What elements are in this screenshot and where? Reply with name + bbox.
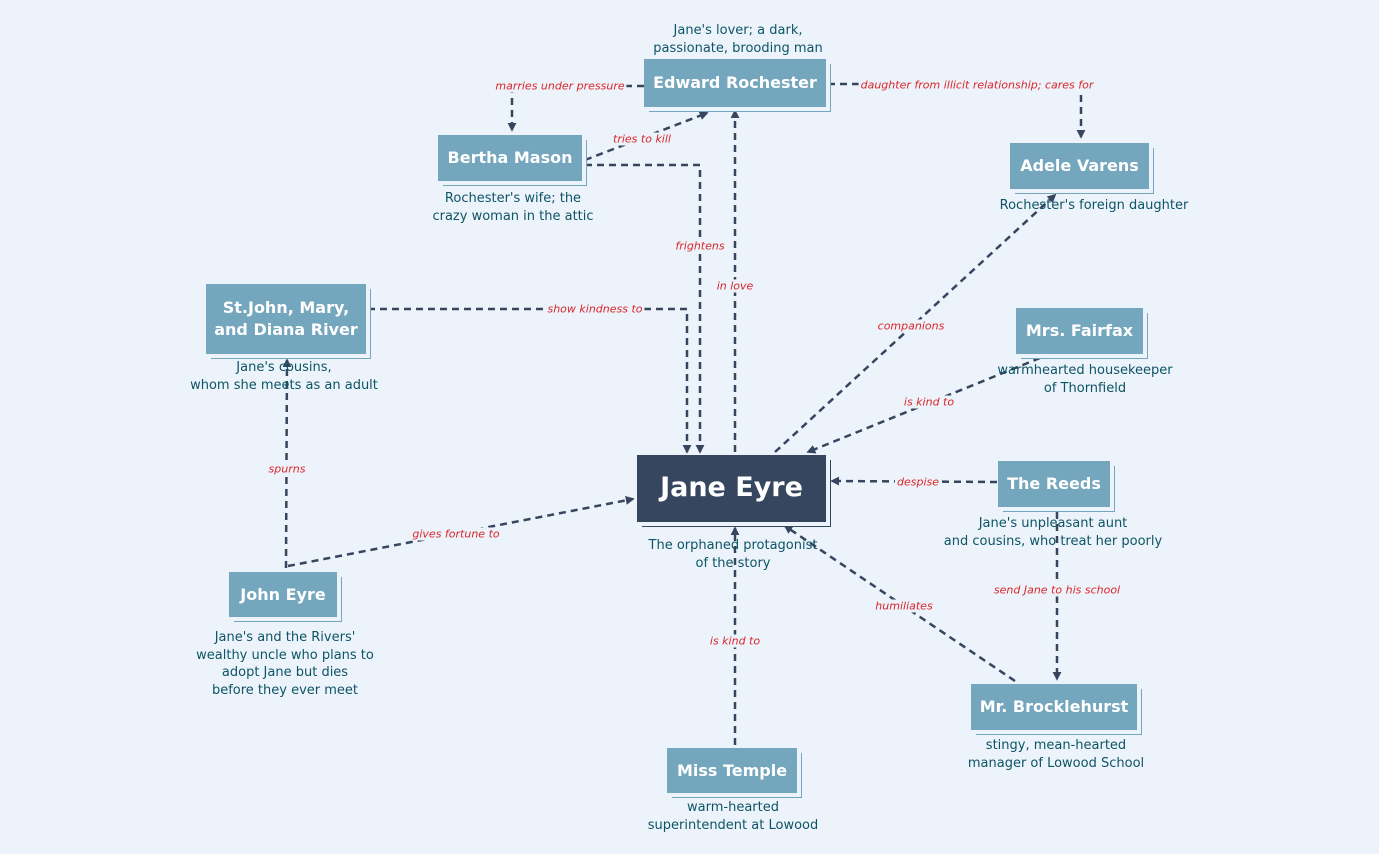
edge-daughter (828, 82, 1086, 139)
node-bertha-mason[interactable]: Bertha Mason (438, 135, 582, 181)
node-adele-varens[interactable]: Adele Varens (1010, 143, 1149, 189)
edge-spurns (282, 358, 292, 569)
node-jane-eyre[interactable]: Jane Eyre (637, 455, 826, 522)
edge-gives-fortune (287, 495, 635, 568)
edge-show-kindness (368, 307, 692, 454)
edge-label-spurns: spurns (266, 462, 308, 476)
node-miss-temple[interactable]: Miss Temple (667, 748, 797, 793)
node-john-eyre[interactable]: John Eyre (229, 572, 337, 617)
desc-bertha-mason: Rochester's wife; the crazy woman in the… (432, 191, 594, 224)
desc-john-eyre: Jane's and the Rivers' wealthy uncle who… (196, 630, 374, 698)
edge-frightens (585, 163, 705, 454)
edge-despise (830, 476, 998, 486)
node-mrs-fairfax[interactable]: Mrs. Fairfax (1016, 308, 1143, 354)
edge-label-gives-fortune: gives fortune to (410, 527, 502, 541)
edge-label-in-love: in love (714, 279, 756, 293)
edge-label-despise: despise (894, 475, 942, 489)
desc-jane-eyre: The orphaned protagonist of the story (648, 538, 818, 571)
edge-label-humiliates: humiliates (873, 599, 935, 613)
edge-label-frightens: frightens (673, 239, 727, 253)
node-the-reeds[interactable]: The Reeds (998, 461, 1110, 507)
desc-the-reeds: Jane's unpleasant aunt and cousins, who … (943, 516, 1163, 549)
edge-label-fairfax-kind: is kind to (901, 395, 957, 409)
edge-marries (507, 84, 644, 132)
edge-label-tries-to-kill: tries to kill (611, 132, 673, 146)
edge-label-companions: companions (875, 319, 947, 333)
node-mr-brocklehurst[interactable]: Mr. Brocklehurst (971, 684, 1137, 730)
edge-label-show-kindness: show kindness to (545, 302, 645, 316)
edge-label-daughter: daughter from illicit relationship; care… (858, 78, 1096, 92)
edge-companions (774, 193, 1057, 453)
edge-label-temple-kind: is kind to (707, 634, 763, 648)
node-edward-rochester[interactable]: Edward Rochester (644, 59, 826, 107)
edge-label-marries: marries under pressure (493, 79, 627, 93)
desc-edward-rochester: Jane's lover; a dark, passionate, broodi… (653, 23, 823, 56)
desc-miss-temple: warm-hearted superintendent at Lowood (647, 800, 819, 833)
edge-label-send-school: send Jane to his school (991, 583, 1123, 597)
desc-mrs-fairfax: warmhearted housekeeper of Thornfield (997, 363, 1173, 396)
node-rivers[interactable]: St.John, Mary, and Diana River (206, 284, 366, 354)
desc-rivers: Jane's cousins, whom she meets as an adu… (190, 360, 378, 393)
desc-mr-brocklehurst: stingy, mean-hearted manager of Lowood S… (967, 738, 1145, 771)
desc-adele-varens: Rochester's foreign daughter (999, 198, 1189, 213)
